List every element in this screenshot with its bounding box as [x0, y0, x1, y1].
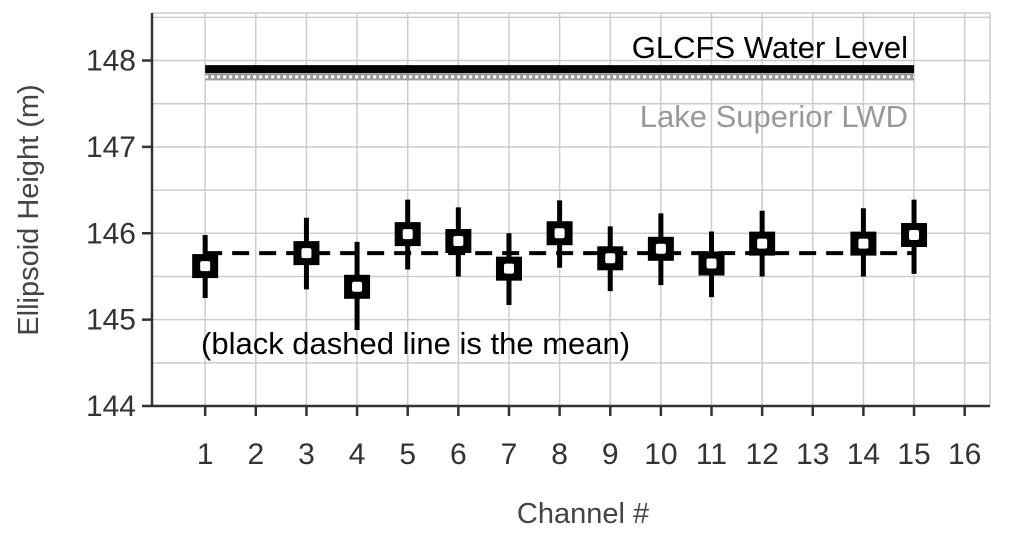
marker-center-ch6 — [453, 236, 464, 247]
x-tick-label-7: 7 — [501, 438, 518, 471]
data-point-ch3 — [293, 217, 320, 290]
x-tick-label-5: 5 — [399, 438, 416, 471]
marker-center-ch11 — [706, 258, 717, 269]
y-tick-label-146: 146 — [86, 217, 136, 250]
x-tick-label-3: 3 — [298, 438, 315, 471]
data-point-ch7 — [495, 233, 522, 305]
y-tick-label-147: 147 — [86, 131, 136, 164]
marker-center-ch3 — [301, 248, 312, 259]
data-point-ch8 — [546, 200, 573, 268]
axes — [142, 13, 990, 416]
data-point-ch6 — [445, 207, 472, 277]
x-tick-label-2: 2 — [247, 438, 264, 471]
data-point-ch1 — [192, 234, 219, 299]
x-tick-label-12: 12 — [745, 438, 778, 471]
x-tick-label-16: 16 — [948, 438, 981, 471]
data-point-ch4 — [344, 241, 371, 330]
mean-annotation: (black dashed line is the mean) — [201, 326, 630, 361]
data-point-ch11 — [698, 231, 725, 298]
glcfs-annotation: GLCFS Water Level — [632, 30, 908, 65]
y-axis-label: Ellipsoid Height (m) — [13, 84, 45, 335]
y-tick-label-148: 148 — [86, 45, 136, 78]
x-tick-label-14: 14 — [847, 438, 880, 471]
marker-center-ch4 — [352, 281, 363, 292]
x-tick-label-11: 11 — [696, 438, 727, 471]
marker-center-ch14 — [858, 238, 869, 249]
reference-lines — [205, 65, 915, 81]
marker-center-ch1 — [200, 261, 211, 272]
x-tick-label-8: 8 — [551, 438, 568, 471]
y-tick-label-145: 145 — [86, 304, 136, 337]
marker-center-ch8 — [554, 228, 565, 239]
x-tick-label-4: 4 — [349, 438, 366, 471]
data-point-ch12 — [749, 210, 776, 277]
data-points — [192, 199, 928, 330]
x-axis-label: Channel # — [517, 498, 649, 530]
lwd-annotation: Lake Superior LWD — [640, 99, 908, 134]
y-tick-label-144: 144 — [86, 390, 136, 423]
marker-center-ch10 — [655, 243, 666, 254]
x-tick-label-6: 6 — [450, 438, 467, 471]
marker-center-ch5 — [402, 229, 413, 240]
marker-center-ch15 — [909, 229, 920, 240]
marker-center-ch7 — [503, 263, 514, 274]
marker-center-ch12 — [757, 238, 768, 249]
x-tick-label-10: 10 — [644, 438, 677, 471]
x-tick-label-1: 1 — [197, 438, 214, 471]
x-tick-label-15: 15 — [897, 438, 930, 471]
data-point-ch14 — [850, 208, 877, 277]
marker-center-ch9 — [605, 253, 616, 264]
x-tick-label-13: 13 — [796, 438, 829, 471]
data-point-ch5 — [394, 199, 421, 270]
x-tick-label-9: 9 — [602, 438, 619, 471]
data-point-ch15 — [901, 199, 928, 274]
data-point-ch10 — [647, 213, 674, 286]
data-point-ch9 — [597, 226, 624, 292]
